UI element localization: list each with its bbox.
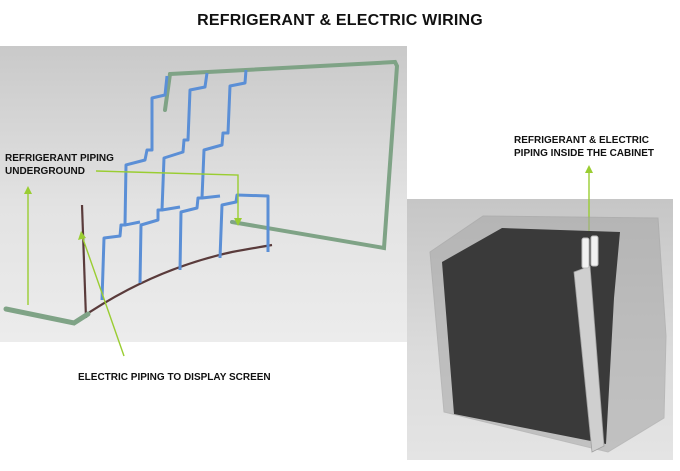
- leader-electric: [81, 235, 125, 357]
- label-cabinet-piping: REFRIGERANT & ELECTRIC PIPING INSIDE THE…: [514, 135, 655, 159]
- cabinet-pipe-top-right: [590, 235, 599, 267]
- underground-pipe: [3, 306, 91, 326]
- leader-underground-branch: [95, 170, 239, 222]
- frame-pipe: [163, 59, 400, 251]
- cabinet-pipe-top-left: [581, 237, 590, 269]
- arrow-electric: [78, 231, 86, 240]
- electric-conduit: [77, 204, 273, 321]
- cabinet-render: [429, 215, 667, 453]
- arrow-underground: [24, 186, 32, 194]
- arrow-underground-branch: [234, 218, 242, 226]
- diagram-title: REFRIGERANT & ELECTRIC WIRING: [197, 12, 483, 29]
- label-refrigerant-underground: REFRIGERANT PIPING UNDERGROUND: [5, 153, 114, 177]
- arrow-cabinet: [585, 165, 593, 173]
- label-electric-piping: ELECTRIC PIPING TO DISPLAY SCREEN: [78, 372, 271, 383]
- refrigerant-pipes: [100, 69, 270, 301]
